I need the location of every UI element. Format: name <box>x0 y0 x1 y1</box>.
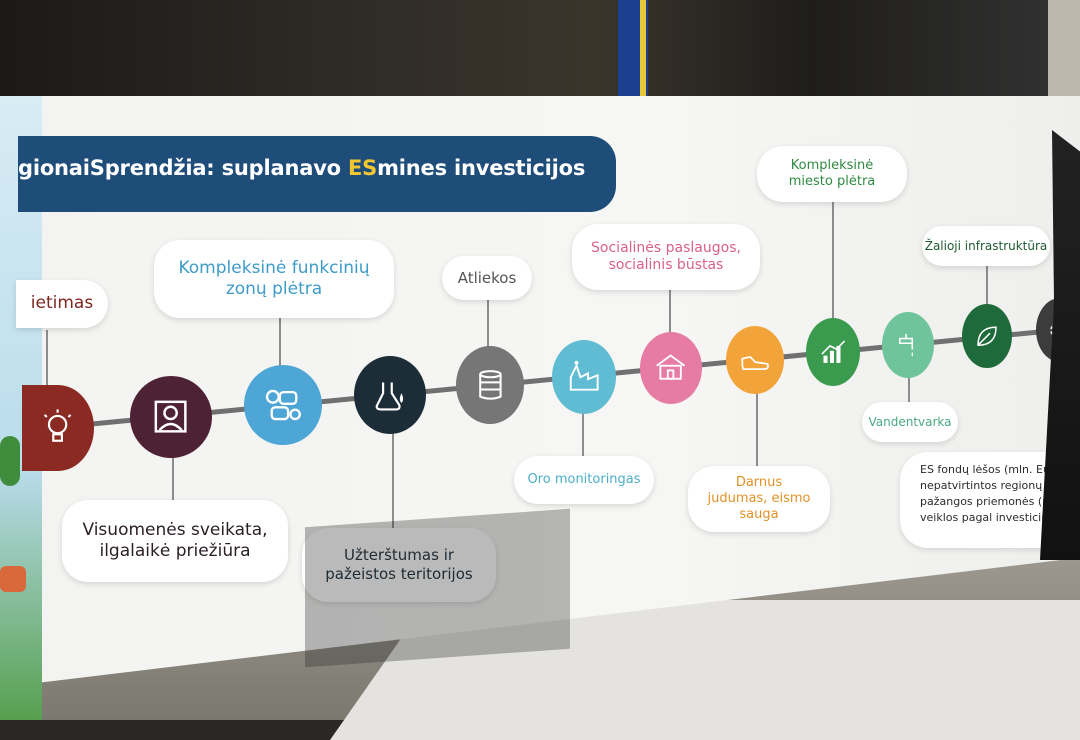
water-tap-icon <box>899 334 914 357</box>
house-icon <box>656 354 686 381</box>
label-pollution: Užterštumas ir pažeistos teritorijos <box>302 528 496 602</box>
growth-chart-icon <box>821 340 845 363</box>
factory-icon <box>569 360 599 391</box>
flask-icon <box>375 382 404 411</box>
connector-pollution <box>392 432 394 532</box>
label-mobility: Darnus judumas, eismo sauga <box>688 466 830 532</box>
car-illustration <box>0 566 26 592</box>
background-wall <box>1048 0 1080 100</box>
circle-green <box>962 304 1012 368</box>
note-line: nepatvirtintos regionų plėtros plan <box>920 478 1080 492</box>
label-waste: Atliekos <box>442 256 532 300</box>
cast-shadow <box>305 508 570 668</box>
circle-waste <box>456 346 524 424</box>
label-social: Socialinės paslaugos, socialinis būstas <box>572 224 760 290</box>
note-line: pažangos priemonės (planuojamo <box>920 494 1080 508</box>
circle-functional <box>244 365 322 445</box>
circle-health <box>130 376 212 458</box>
connector-waste <box>487 300 489 350</box>
connector-air <box>582 412 584 460</box>
circle-urban <box>806 318 860 386</box>
label-water-management: Vandentvarka <box>862 402 958 442</box>
connector-green <box>986 266 988 306</box>
lightbulb-icon <box>44 409 72 443</box>
connector-mobility <box>756 392 758 466</box>
label-air-monitoring: Oro monitoringas <box>514 456 654 504</box>
circle-pollution <box>354 356 426 434</box>
label-urban: Kompleksinė miesto plėtra <box>757 146 907 202</box>
label-public-health: Visuomenės sveikata, ilgalaikė priežiūra <box>62 500 288 582</box>
connector-water <box>908 376 910 404</box>
connector-functional <box>279 316 281 368</box>
leaf-icon <box>977 326 997 346</box>
connector-social <box>669 290 671 334</box>
note-line: ES fondų lėšos (mln. Eur), dėl kuri <box>920 463 1080 476</box>
label-green-infra: Žalioji infrastruktūra <box>922 226 1050 266</box>
circle-social <box>640 332 702 404</box>
title-banner <box>18 136 616 212</box>
barrel-icon <box>478 369 502 400</box>
exhibition-board: gionaiSprendžia: suplanavo ESmines inves… <box>0 96 1080 720</box>
label-functional-zones: Kompleksinė funkcinių zonų plėtra <box>154 240 394 318</box>
person-frame-icon <box>155 401 187 433</box>
label-education: ietimas <box>16 280 108 328</box>
title-prefix: gionaiSprendžia: suplanavo <box>18 156 349 180</box>
circle-air <box>552 340 616 414</box>
connector-urban <box>832 202 834 320</box>
chat-icons-icon <box>265 389 301 421</box>
title-suffix: mines investicijos <box>377 156 586 180</box>
background-flag-stripe <box>640 0 646 96</box>
connector-health <box>172 455 174 510</box>
connector-education <box>46 330 48 390</box>
title-accent: ES <box>348 156 378 180</box>
circle-water <box>882 312 934 378</box>
note-line: veiklos pagal investicines sritis)* <box>920 510 1080 524</box>
sneaker-icon <box>741 355 769 370</box>
background-building <box>0 0 1080 100</box>
board-title: gionaiSprendžia: suplanavo ESmines inves… <box>18 156 585 180</box>
circle-education <box>22 385 94 471</box>
circle-mobility <box>726 326 784 394</box>
tree-illustration <box>0 436 20 486</box>
